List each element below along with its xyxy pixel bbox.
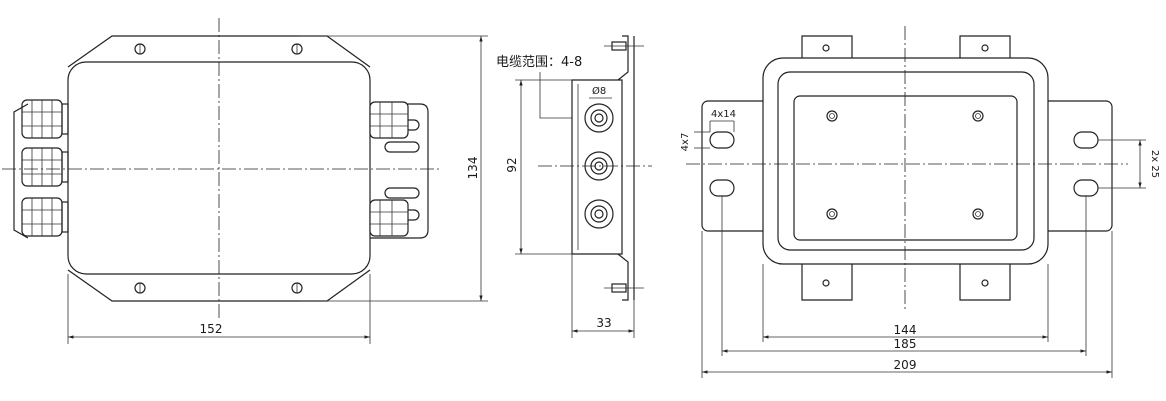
top-flange <box>67 35 371 68</box>
dim-92-label: 92 <box>505 157 519 172</box>
dimension-152: 152 <box>67 274 371 344</box>
side-view: 电缆范围：4-8 Ø8 92 <box>496 35 652 338</box>
dim-134-label: 134 <box>466 157 480 180</box>
cable-range-label: 电缆范围：4-8 <box>496 54 582 70</box>
dim-144-label: 144 <box>894 323 917 337</box>
dim-185-label: 185 <box>894 337 917 351</box>
mounting-tabs <box>801 35 1011 301</box>
right-cable-glands <box>369 101 429 239</box>
slot-width-label: 4x7 <box>680 133 691 152</box>
plan-body <box>762 57 1049 265</box>
dim-33-label: 33 <box>596 316 611 330</box>
hole-diameter-label: Ø8 <box>592 85 606 97</box>
dimension-134: 134 <box>300 35 488 302</box>
flange-screws <box>134 43 303 294</box>
dimension-slot-spacing: 2x 25 <box>1098 139 1160 189</box>
dim-152-label: 152 <box>200 322 223 336</box>
dimension-92: 92 <box>505 79 572 255</box>
left-cable-glands <box>13 99 69 239</box>
dimension-33: 33 <box>571 254 635 338</box>
plan-body-holes <box>826 110 984 220</box>
dimension-144: 144 <box>762 264 1049 342</box>
dimension-209: 209 <box>701 231 1113 378</box>
plan-view: 4x14 4x7 2x 25 144 185 <box>680 26 1160 378</box>
bottom-flange <box>67 269 371 302</box>
side-screws <box>604 41 644 293</box>
dim-209-label: 209 <box>894 358 917 372</box>
cable-range-leader <box>539 72 586 119</box>
front-view: 152 134 <box>2 18 488 344</box>
slot-spacing-label: 2x 25 <box>1149 150 1160 178</box>
side-body <box>571 79 623 255</box>
dimension-185: 185 <box>721 196 1087 356</box>
slot-size-label: 4x14 <box>711 109 736 120</box>
